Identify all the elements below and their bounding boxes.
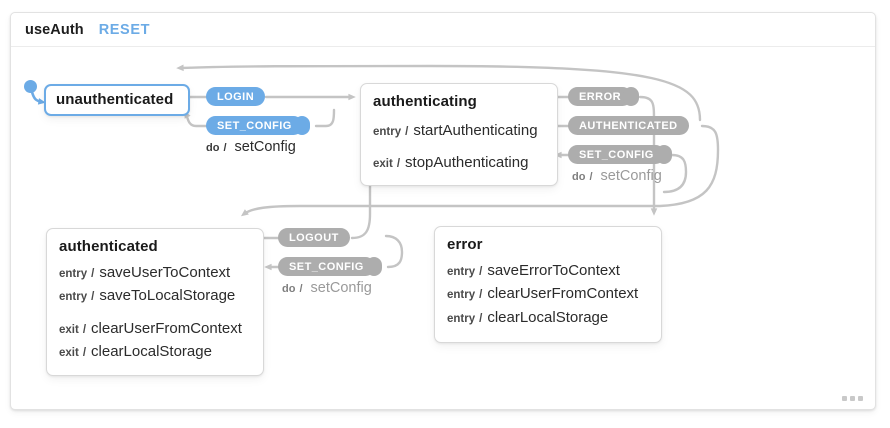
badge-tail-bump <box>622 87 639 106</box>
dot-1 <box>842 396 847 401</box>
action-kind: exit <box>373 158 393 171</box>
event-badge-logout-label: LOGOUT <box>289 231 339 244</box>
event-badge-set-config-unauthenticated[interactable]: SET_CONFIG <box>206 116 310 135</box>
state-node-error[interactable]: error entry / saveErrorToContext entry /… <box>434 226 662 343</box>
action-kind: entry <box>447 289 476 302</box>
dot-3 <box>858 396 863 401</box>
spacer <box>373 110 545 119</box>
event-badge-authenticated[interactable]: AUTHENTICATED <box>568 116 689 135</box>
event-badge-set-config-authenticating-label: SET_CONFIG <box>579 148 654 161</box>
edge-label-do-setconfig-authenticated: do / setConfig <box>282 280 372 296</box>
machine-canvas <box>11 47 875 409</box>
edge-label-kind: do <box>206 142 220 154</box>
action-name: saveUserToContext <box>99 264 231 281</box>
action-row: exit / stopAuthenticating <box>373 151 545 174</box>
state-node-authenticated[interactable]: authenticated entry / saveUserToContext … <box>46 228 264 376</box>
event-badge-set-config-authenticating[interactable]: SET_CONFIG <box>568 145 672 164</box>
badge-tail-bump <box>365 257 382 276</box>
action-name: saveToLocalStorage <box>99 287 236 305</box>
state-title-unauthenticated: unauthenticated <box>56 91 174 108</box>
action-kind: entry <box>447 312 476 325</box>
overflow-menu-icon[interactable] <box>842 396 863 401</box>
action-name: stopAuthenticating <box>405 154 529 172</box>
machine-title: useAuth <box>25 21 84 38</box>
edge-label-kind: do <box>282 283 296 295</box>
spacer <box>373 142 545 151</box>
event-badge-authenticated-label: AUTHENTICATED <box>579 119 678 132</box>
action-kind: entry <box>373 126 402 138</box>
spacer <box>59 308 251 317</box>
action-kind: exit <box>59 346 79 359</box>
action-kind: exit <box>59 323 79 336</box>
action-row: exit / clearLocalStorage <box>59 340 251 363</box>
action-slash: / <box>479 289 483 302</box>
edge-label-do-setconfig-unauthenticated: do / setConfig <box>206 139 296 155</box>
action-kind: entry <box>59 291 88 304</box>
dot-2 <box>850 396 855 401</box>
event-badge-set-config-authenticated-label: SET_CONFIG <box>289 260 364 273</box>
event-badge-error[interactable]: ERROR <box>568 87 639 106</box>
event-badge-login-label: LOGIN <box>217 90 255 103</box>
action-slash: / <box>396 158 401 171</box>
edge-label-slash: / <box>223 142 227 154</box>
event-badge-set-config-authenticated[interactable]: SET_CONFIG <box>278 257 382 276</box>
action-row: entry / saveErrorToContext <box>447 259 649 282</box>
edge-label-name: setConfig <box>600 168 662 184</box>
action-slash: / <box>405 126 409 138</box>
action-name: saveErrorToContext <box>487 262 620 279</box>
action-name: clearUserFromContext <box>487 285 639 303</box>
action-kind: entry <box>447 266 476 278</box>
state-title-error: error <box>447 236 483 253</box>
edge-label-kind: do <box>572 171 586 183</box>
action-name: clearLocalStorage <box>487 308 609 326</box>
event-badge-login[interactable]: LOGIN <box>206 87 266 106</box>
edge-label-slash: / <box>589 171 593 183</box>
edge-label-do-setconfig-authenticating: do / setConfig <box>572 168 662 184</box>
badge-tail-bump <box>655 145 672 164</box>
action-slash: / <box>91 291 95 304</box>
action-name: startAuthenticating <box>413 122 538 139</box>
state-node-authenticating[interactable]: authenticating entry / startAuthenticati… <box>360 83 558 186</box>
action-row: exit / clearUserFromContext <box>59 317 251 340</box>
action-slash: / <box>91 268 95 280</box>
action-row: entry / saveUserToContext <box>59 261 251 284</box>
action-slash: / <box>479 312 483 325</box>
event-badge-error-label: ERROR <box>579 90 621 103</box>
event-badge-set-config-unauthenticated-label: SET_CONFIG <box>217 119 292 132</box>
edge-label-name: setConfig <box>234 139 296 155</box>
initial-state-dot <box>24 80 37 93</box>
action-row: entry / clearLocalStorage <box>447 306 649 329</box>
action-row: entry / clearUserFromContext <box>447 282 649 305</box>
reset-button[interactable]: RESET <box>98 21 151 38</box>
machine-header: useAuth RESET <box>11 13 875 47</box>
badge-tail-bump <box>293 116 310 135</box>
action-row: entry / saveToLocalStorage <box>59 284 251 307</box>
action-name: clearLocalStorage <box>91 342 212 360</box>
action-kind: entry <box>59 268 88 280</box>
action-slash: / <box>82 346 87 359</box>
state-node-unauthenticated[interactable]: unauthenticated <box>44 84 190 116</box>
state-title-authenticated: authenticated <box>59 238 158 255</box>
action-slash: / <box>82 323 87 336</box>
state-title-authenticating: authenticating <box>373 93 477 110</box>
edge-label-name: setConfig <box>310 280 372 296</box>
action-name: clearUserFromContext <box>91 319 242 337</box>
edge-label-slash: / <box>299 283 303 295</box>
event-badge-logout[interactable]: LOGOUT <box>278 228 350 247</box>
action-slash: / <box>479 266 483 278</box>
action-row: entry / startAuthenticating <box>373 119 545 142</box>
